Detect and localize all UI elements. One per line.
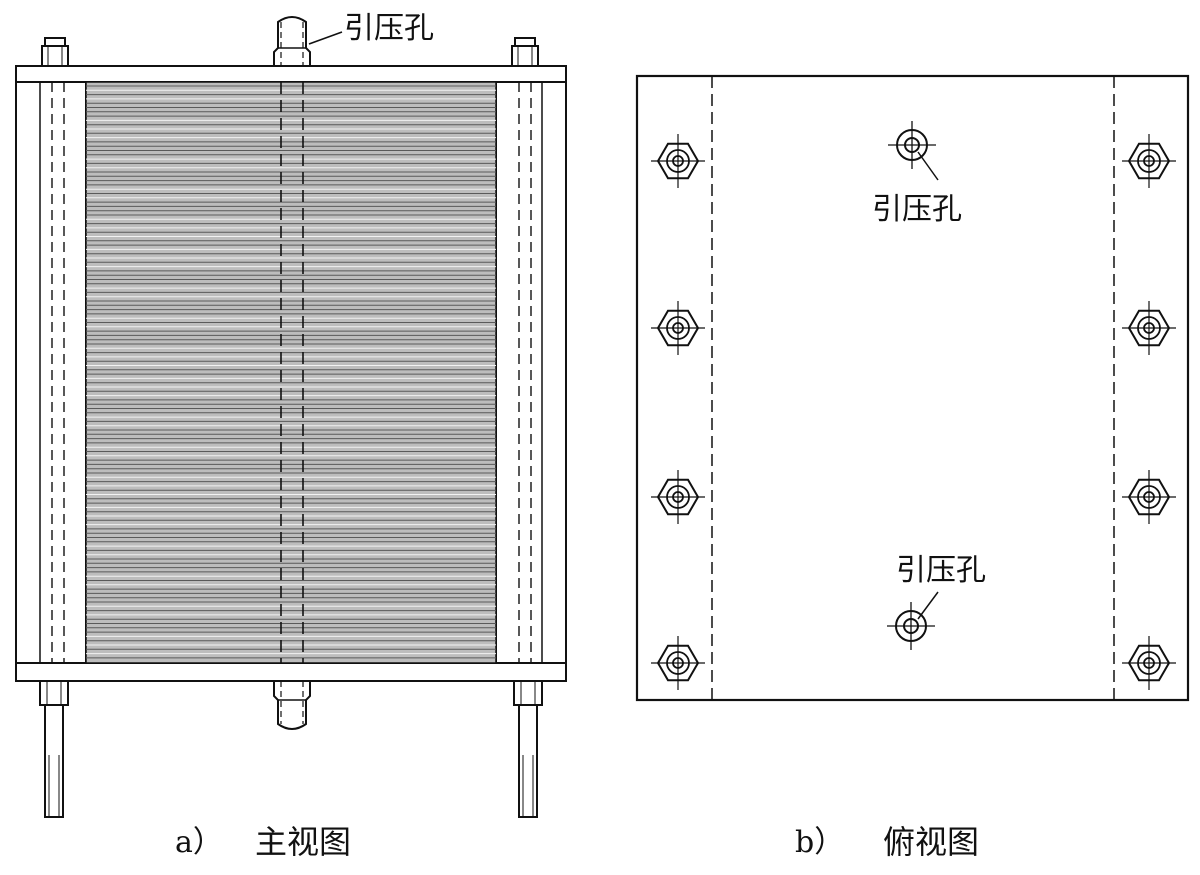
bottom-flange	[15, 662, 567, 682]
bolt-hex-nut	[651, 636, 705, 690]
bolt-hex-nut	[651, 470, 705, 524]
front-view-hole-label: 引压孔	[344, 11, 434, 46]
bottom-pressure-hole	[887, 602, 935, 650]
top-pressure-port	[273, 16, 311, 67]
top-view-outline	[635, 74, 1190, 702]
bottom-right-stud	[518, 704, 538, 818]
bolt-hex-nut	[1122, 470, 1176, 524]
plate-stack	[85, 81, 497, 664]
top-flange	[15, 65, 567, 83]
bottom-left-stud	[44, 704, 64, 818]
caption-a-text: 主视图	[255, 823, 352, 861]
top-view-hole-label-bottom: 引压孔	[896, 553, 986, 588]
caption-b-letter: b）	[795, 825, 845, 860]
top-right-nut	[511, 37, 539, 67]
bolt-hex-nut	[651, 301, 705, 355]
left-end-block	[15, 81, 87, 664]
bolt-hex-nut	[651, 134, 705, 188]
bottom-hole-leader	[917, 591, 939, 620]
front-view	[15, 16, 567, 818]
bolt-hex-nut	[1122, 301, 1176, 355]
bolt-hex-nut	[1122, 636, 1176, 690]
bottom-left-nut	[39, 680, 69, 706]
front-label-leader	[308, 31, 343, 45]
bottom-right-nut	[513, 680, 543, 706]
bolt-hex-nut	[1122, 134, 1176, 188]
top-view-hole-label-top: 引压孔	[872, 192, 962, 227]
plate-lines	[86, 85, 496, 659]
top-hole-leader	[917, 151, 939, 181]
caption-a-letter: a）	[175, 825, 223, 860]
top-pressure-hole	[888, 121, 936, 169]
top-view	[635, 74, 1190, 702]
bottom-pressure-port	[273, 680, 311, 730]
top-left-nut	[41, 37, 69, 67]
bolt-symbols	[651, 134, 1176, 690]
caption-b-text: 俯视图	[883, 823, 980, 861]
